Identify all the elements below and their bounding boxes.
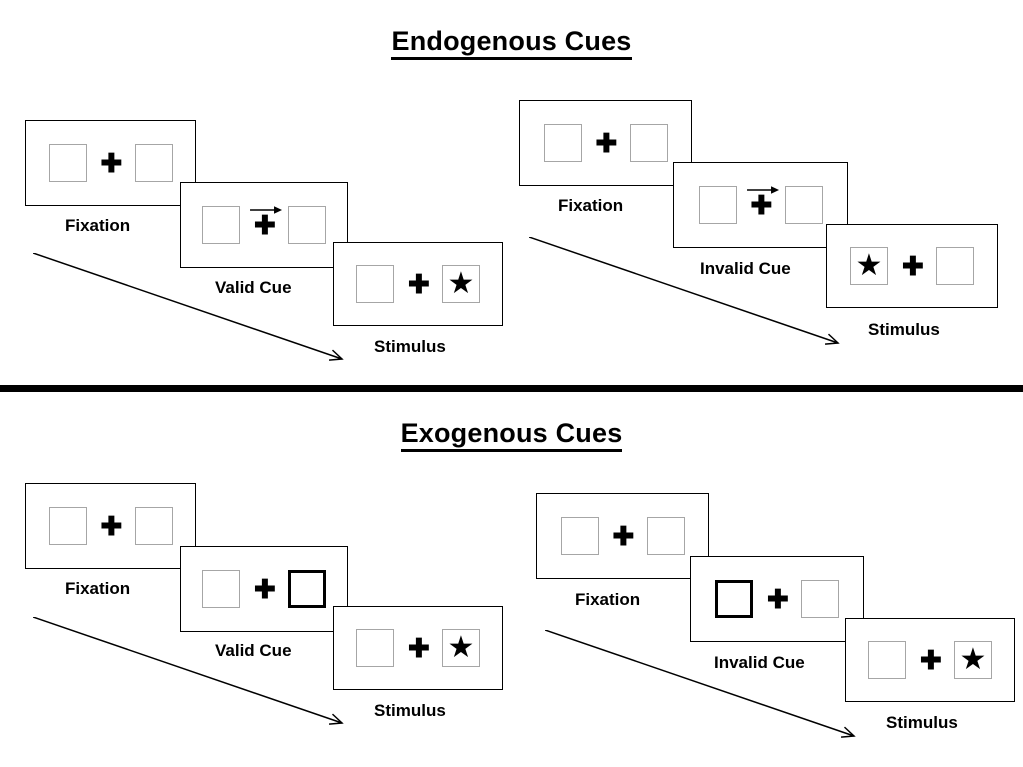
left-placeholder-box: [48, 507, 87, 545]
trial-panel-fixation: ✚: [536, 493, 709, 579]
fixation-cross-glyph: ✚: [767, 584, 789, 614]
left-placeholder-box: [356, 629, 394, 667]
stage-caption-cue: Invalid Cue: [714, 653, 805, 672]
fixation-cross-glyph: ✚: [595, 128, 618, 158]
panel-display-area: ✚: [202, 570, 326, 608]
target-star-icon: ★: [959, 642, 987, 676]
left-placeholder-box-cued: [715, 580, 753, 618]
stage-caption-fixation: Fixation: [65, 216, 131, 235]
left-placeholder-box: [48, 144, 87, 182]
fixation-cross-glyph: ✚: [408, 269, 430, 299]
stage-caption-fixation: Fixation: [558, 196, 624, 215]
fixation-cross-glyph: ✚: [100, 511, 123, 541]
left-placeholder-box: [202, 206, 240, 244]
fixation-cross: ✚: [902, 251, 924, 281]
stage-caption-fixation: Fixation: [575, 590, 641, 609]
section-title-text: Exogenous Cues: [400, 418, 623, 452]
right-placeholder-box-cued: [288, 570, 326, 608]
right-placeholder-box: ★: [954, 641, 992, 679]
left-placeholder-box: [202, 570, 240, 608]
panel-display-area: ✚: [698, 186, 823, 224]
stage-caption-cue: Valid Cue: [215, 641, 292, 660]
left-placeholder-box: [698, 186, 737, 224]
right-placeholder-box: [646, 517, 685, 555]
left-placeholder-box: [543, 124, 582, 162]
trial-panel-stimulus: ✚★: [333, 242, 503, 326]
trial-panel-fixation: ✚: [25, 120, 196, 206]
fixation-cross-glyph: ✚: [408, 633, 430, 663]
left-placeholder-box: ★: [850, 247, 888, 285]
trial-panel-cue: ✚: [180, 182, 348, 268]
trial-panel-stimulus: ★✚: [826, 224, 998, 308]
fixation-cross: ✚: [408, 269, 430, 299]
fixation-cross: ✚: [767, 584, 789, 614]
fixation-cross: ✚: [250, 206, 283, 240]
target-star-icon: ★: [855, 248, 883, 282]
fixation-cross: ✚: [746, 186, 779, 220]
fixation-cross-glyph: ✚: [254, 574, 276, 604]
fixation-cross: ✚: [595, 128, 618, 158]
trial-panel-cue: ✚: [690, 556, 864, 642]
right-placeholder-box: ★: [442, 629, 480, 667]
target-star-icon: ★: [447, 266, 475, 300]
stage-caption-cue: Valid Cue: [215, 278, 292, 297]
fixation-cross: ✚: [254, 574, 276, 604]
right-placeholder-box: [801, 580, 839, 618]
fixation-cross: ✚: [100, 148, 123, 178]
fixation-cross: ✚: [920, 645, 942, 675]
panel-display-area: ✚★: [356, 629, 480, 667]
left-placeholder-box: [868, 641, 906, 679]
target-star-icon: ★: [447, 630, 475, 664]
fixation-cross: ✚: [612, 521, 635, 551]
sequence-flow-arrow: [32, 252, 366, 383]
fixation-cross-glyph: ✚: [612, 521, 635, 551]
fixation-cross-glyph: ✚: [100, 148, 123, 178]
stage-caption-cue: Invalid Cue: [700, 259, 791, 278]
cue-arrow-right-icon: [249, 195, 283, 214]
stage-caption-stimulus: Stimulus: [886, 713, 958, 732]
panel-display-area: ✚: [202, 206, 326, 244]
panel-display-area: ✚: [48, 144, 173, 182]
trial-panel-fixation: ✚: [519, 100, 692, 186]
cue-arrow-right-icon: [746, 175, 780, 194]
stage-caption-stimulus: Stimulus: [868, 320, 940, 339]
left-placeholder-box: [560, 517, 599, 555]
stage-caption-fixation: Fixation: [65, 579, 131, 598]
panel-display-area: ★✚: [850, 247, 974, 285]
stage-caption-stimulus: Stimulus: [374, 337, 446, 356]
section-title-text: Endogenous Cues: [391, 26, 632, 60]
fixation-cross-glyph: ✚: [750, 190, 773, 220]
right-placeholder-box: ★: [442, 265, 480, 303]
sequence-flow-arrow: [544, 629, 878, 760]
trial-panel-stimulus: ✚★: [333, 606, 503, 690]
right-placeholder-box: [134, 144, 173, 182]
section-title-endogenous: Endogenous Cues: [0, 26, 1023, 60]
right-placeholder-box: [936, 247, 974, 285]
section-title-exogenous: Exogenous Cues: [0, 418, 1023, 452]
trial-panel-fixation: ✚: [25, 483, 196, 569]
sequence-flow-arrow: [32, 616, 366, 747]
fixation-cross: ✚: [408, 633, 430, 663]
sequence-flow-arrow: [528, 236, 862, 367]
fixation-cross-glyph: ✚: [920, 645, 942, 675]
right-placeholder-box: [134, 507, 173, 545]
stage-caption-stimulus: Stimulus: [374, 701, 446, 720]
trial-panel-cue: ✚: [673, 162, 848, 248]
panel-display-area: ✚: [48, 507, 173, 545]
fixation-cross-glyph: ✚: [902, 251, 924, 281]
panel-display-area: ✚★: [868, 641, 992, 679]
panel-display-area: ✚: [715, 580, 839, 618]
panel-display-area: ✚: [560, 517, 685, 555]
fixation-cross: ✚: [100, 511, 123, 541]
trial-panel-stimulus: ✚★: [845, 618, 1015, 702]
left-placeholder-box: [356, 265, 394, 303]
fixation-cross-glyph: ✚: [254, 210, 276, 240]
panel-display-area: ✚★: [356, 265, 480, 303]
right-placeholder-box: [288, 206, 326, 244]
section-divider: [0, 385, 1023, 392]
right-placeholder-box: [784, 186, 823, 224]
right-placeholder-box: [629, 124, 668, 162]
panel-display-area: ✚: [543, 124, 668, 162]
trial-panel-cue: ✚: [180, 546, 348, 632]
